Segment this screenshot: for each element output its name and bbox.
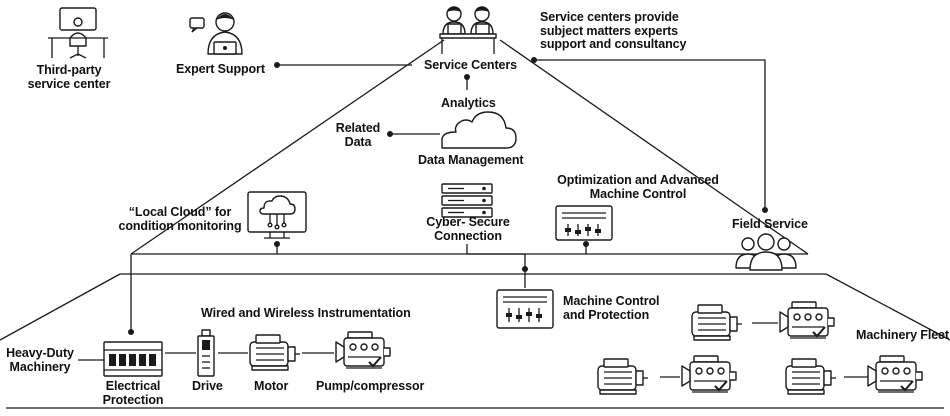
local-cloud-label: “Local Cloud” for condition monitoring bbox=[110, 205, 250, 233]
service-center-icon bbox=[439, 6, 497, 54]
cyber-secure-label: Cyber- Secure Connection bbox=[418, 215, 518, 243]
electrical-protection-icon bbox=[103, 341, 163, 377]
cyber-secure-line2: Connection bbox=[434, 229, 502, 243]
local-cloud-line1: “Local Cloud” for bbox=[128, 205, 232, 219]
optimization-line2: Machine Control bbox=[589, 187, 687, 201]
local-cloud-line2: condition monitoring bbox=[118, 219, 242, 233]
wired-wireless-label: Wired and Wireless Instrumentation bbox=[201, 306, 411, 320]
expert-icon bbox=[189, 12, 243, 55]
pump-label: Pump/compressor bbox=[316, 379, 425, 393]
machine-control-line1: Machine Control bbox=[563, 294, 660, 308]
field-service-label: Field Service bbox=[732, 217, 808, 231]
related-data-line1: Related bbox=[335, 121, 381, 135]
connection-dots bbox=[128, 57, 768, 335]
heavy-duty-label: Heavy-Duty Machinery bbox=[0, 346, 80, 374]
motor-label: Motor bbox=[254, 379, 289, 393]
controller-panel-icon bbox=[555, 205, 613, 241]
optimization-line1: Optimization and Advanced bbox=[557, 173, 719, 187]
heavy-duty-line2: Machinery bbox=[9, 360, 71, 374]
heavy-duty-line1: Heavy-Duty bbox=[6, 346, 74, 360]
connection-lines bbox=[0, 39, 950, 409]
electrical-protection-label: Electrical Protection bbox=[96, 379, 170, 407]
cloud-icon bbox=[441, 111, 517, 149]
drive-icon bbox=[197, 329, 215, 377]
workstation-icon bbox=[48, 7, 108, 59]
expert-support-label: Expert Support bbox=[176, 62, 265, 76]
local-cloud-monitor-icon bbox=[247, 191, 307, 239]
server-icon bbox=[441, 183, 493, 218]
related-data-label: Related Data bbox=[332, 121, 384, 149]
drive-label: Drive bbox=[192, 379, 223, 393]
service-centers-label: Service Centers bbox=[424, 58, 518, 72]
service-note: Service centers provide subject matters … bbox=[540, 10, 687, 52]
electrical-protection-line2: Protection bbox=[102, 393, 164, 407]
data-management-label: Data Management bbox=[418, 153, 524, 167]
third-party-line1: Third-party bbox=[36, 63, 102, 77]
cyber-secure-line1: Cyber- Secure bbox=[426, 215, 510, 229]
optimization-label: Optimization and Advanced Machine Contro… bbox=[548, 173, 728, 201]
related-data-line2: Data bbox=[344, 135, 372, 149]
controller-panel-icon bbox=[496, 289, 554, 329]
field-service-team-icon bbox=[735, 233, 797, 271]
machine-control-line2: and Protection bbox=[563, 308, 650, 322]
service-note-line3: support and consultancy bbox=[540, 37, 687, 51]
service-note-line2: subject matters experts bbox=[540, 23, 679, 38]
machine-control-label: Machine Control and Protection bbox=[563, 294, 660, 322]
electrical-protection-line1: Electrical bbox=[105, 379, 161, 393]
service-note-line1: Service centers provide bbox=[540, 10, 679, 24]
analytics-label: Analytics bbox=[441, 96, 496, 110]
third-party-line2: service center bbox=[27, 77, 111, 91]
machinery-fleet-label: Machinery Fleet bbox=[856, 328, 949, 342]
third-party-label: Third-party service center bbox=[24, 63, 114, 91]
